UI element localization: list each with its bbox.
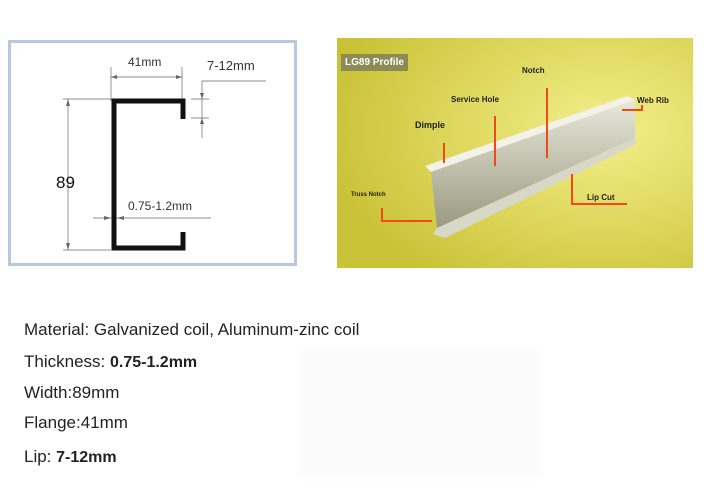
callout-truss-notch: Truss Notch — [351, 192, 386, 198]
flange-dimension-label: 41mm — [128, 55, 162, 69]
height-dimension-label: 89 — [56, 173, 75, 192]
spec-width: Width:89mm — [24, 383, 120, 402]
callout-service-hole: Service Hole — [451, 95, 500, 104]
spec-thickness: Thickness: 0.75-1.2mm — [24, 352, 198, 371]
thickness-dimension-label: 0.75-1.2mm — [128, 199, 193, 213]
callout-lip-cut: Lip Cut — [587, 193, 615, 202]
profile-illustration — [337, 38, 693, 268]
lip-dimension-label: 7-12mm — [207, 58, 255, 73]
spec-flange: Flange:41mm — [24, 413, 128, 432]
blurred-area — [300, 348, 540, 478]
spec-material: Material: Galvanized coil, Aluminum-zinc… — [24, 320, 360, 339]
lg89-profile-photo: LG89 Profile Notch Service Hole Web Rib … — [337, 38, 693, 268]
spec-lip: Lip: 7-12mm — [24, 447, 117, 466]
callout-web-rib: Web Rib — [637, 96, 669, 105]
callout-notch: Notch — [522, 66, 545, 75]
profile-title-badge: LG89 Profile — [341, 54, 408, 71]
c-profile-drawing — [63, 67, 266, 251]
profile-dimension-diagram: 41mm 7-12mm 89 0.75-1.2mm — [8, 40, 297, 266]
callout-dimple: Dimple — [415, 120, 446, 130]
